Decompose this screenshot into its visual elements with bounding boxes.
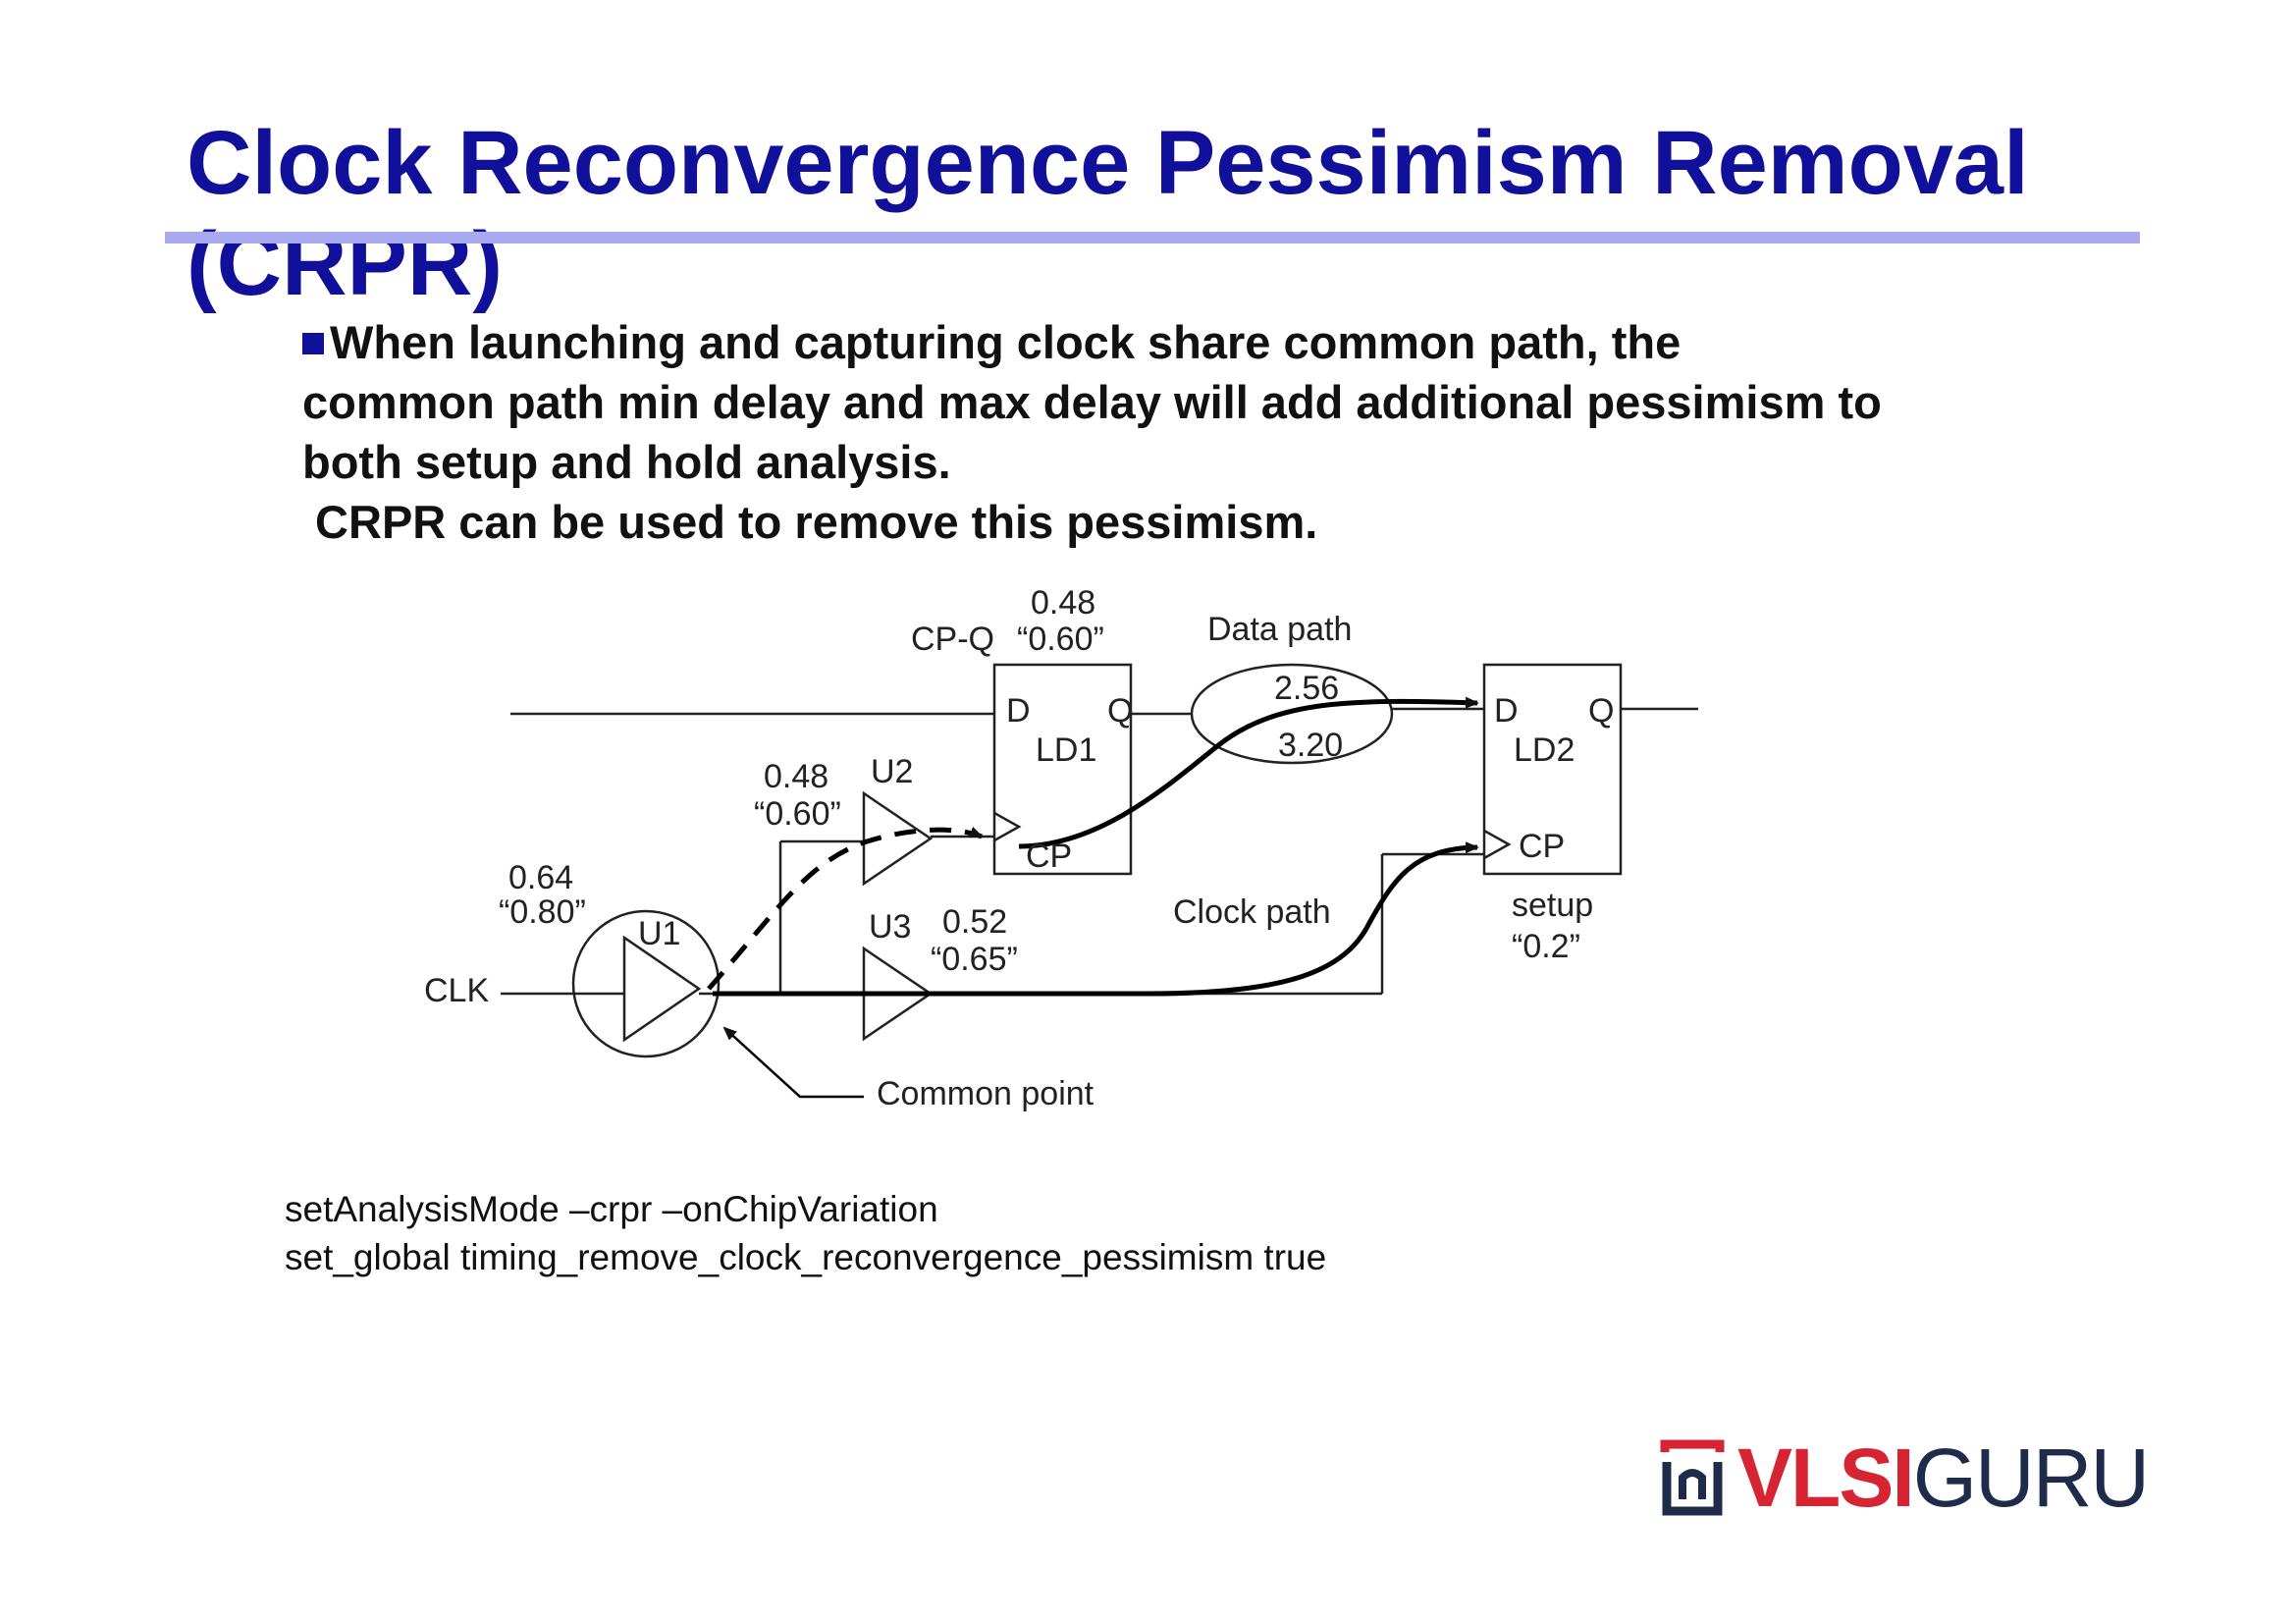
ld1-cp-label: CP (1026, 838, 1072, 875)
bullet-square-icon (302, 333, 324, 354)
command-block: setAnalysisMode –crpr –onChipVariation s… (285, 1185, 1326, 1281)
body-line-4: CRPR can be used to remove this pessimis… (302, 496, 1318, 548)
body-line-2: common path min delay and max delay will… (302, 376, 1882, 428)
u1-min-label: 0.64 (508, 859, 573, 896)
setup-value-label: “0.2” (1512, 928, 1580, 965)
ld2-d-label: D (1494, 692, 1519, 730)
slide-title: Clock Reconvergence Pessimism Removal (C… (187, 113, 2029, 314)
data-path-curve (1018, 696, 1479, 849)
slide-body: When launching and capturing clock share… (302, 312, 2069, 552)
common-point-pointer (722, 1026, 864, 1099)
data-min-label: 2.56 (1274, 670, 1339, 707)
vlsiguru-logo-mark-icon (1660, 1439, 1725, 1516)
u3-max-label: “0.65” (931, 941, 1018, 978)
ld2-q-label: Q (1588, 692, 1614, 730)
data-path-ellipse (1190, 663, 1394, 765)
launch-clock-path-dashed (707, 826, 984, 991)
cpq-max-label: “0.60” (1017, 621, 1104, 658)
command-line-1: setAnalysisMode –crpr –onChipVariation (285, 1189, 938, 1229)
logo-text-vlsi: VLSI (1737, 1432, 1915, 1524)
ld2-cp-label: CP (1519, 828, 1565, 865)
cpq-label: CP-Q (911, 621, 994, 658)
clock-path-label: Clock path (1173, 893, 1331, 931)
u3-name-label: U3 (869, 908, 911, 946)
u1-name-label: U1 (638, 915, 680, 952)
title-underline (165, 232, 2140, 243)
clk-label: CLK (424, 972, 489, 1009)
u2-buffer-icon (862, 790, 934, 887)
ld1-flop (992, 663, 1133, 876)
cpq-min-label: 0.48 (1031, 584, 1095, 622)
ld2-clock-triangle-icon (1483, 829, 1512, 860)
setup-label: setup (1512, 887, 1593, 924)
u1-highlight-circle (571, 909, 721, 1058)
ld1-d-label: D (1006, 692, 1031, 730)
ld2-flop (1482, 663, 1623, 876)
ld2-name-label: LD2 (1514, 731, 1575, 769)
u1-max-label: “0.80” (499, 893, 586, 931)
data-path-label: Data path (1207, 611, 1352, 648)
u1-buffer-icon (622, 935, 702, 1043)
u2-min-label: 0.48 (764, 758, 828, 795)
body-line-1: When launching and capturing clock share… (302, 312, 2069, 372)
logo-text-guru: GURU (1912, 1432, 2150, 1524)
common-point-label: Common point (877, 1075, 1095, 1112)
ld1-q-label: Q (1107, 692, 1133, 730)
command-line-2: set_global timing_remove_clock_reconverg… (285, 1237, 1327, 1277)
capture-clock-path-curve (713, 841, 1479, 997)
u2-name-label: U2 (871, 753, 913, 790)
body-text-line-1: When launching and capturing clock share… (330, 316, 1682, 368)
body-line-3: both setup and hold analysis. (302, 436, 951, 488)
ld1-clock-triangle-icon (993, 811, 1022, 842)
u3-min-label: 0.52 (942, 903, 1007, 941)
data-max-label: 3.20 (1278, 727, 1343, 764)
ld1-name-label: LD1 (1036, 731, 1096, 769)
u2-max-label: “0.60” (754, 795, 841, 833)
